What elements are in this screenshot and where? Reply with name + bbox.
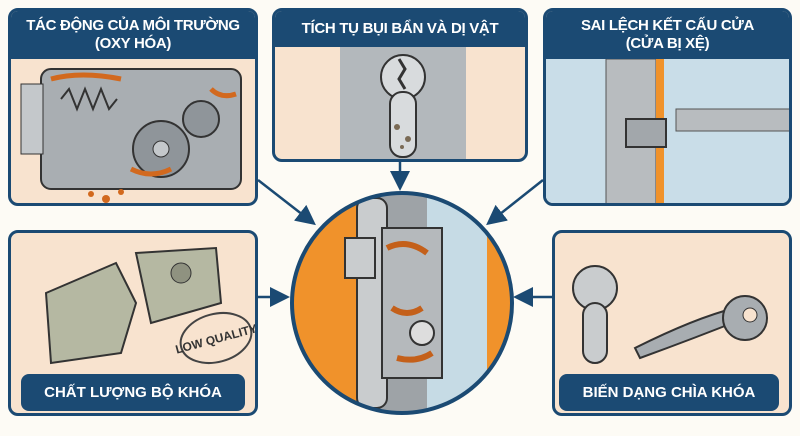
title-line: (OXY HÓA): [94, 35, 172, 52]
title-line: (CỬA BỊ XỆ): [625, 35, 710, 52]
panel-door-misalignment: SAI LỆCH KẾT CẤU CỬA(CỬA BỊ XỆ): [543, 8, 792, 206]
panel-title: TÍCH TỤ BỤI BẨN VÀ DỊ VẬT: [275, 11, 525, 47]
rusted-lock-mechanism-illustration: [20, 68, 242, 203]
panel-title: SAI LỆCH KẾT CẤU CỬA(CỬA BỊ XỆ): [546, 11, 789, 59]
broken-lock-body-illustration: LOW QUALITY: [44, 246, 258, 365]
central-rusted-mortise-lock-illustration: [290, 191, 514, 415]
panel-title: CHẤT LƯỢNG BỘ KHÓA: [21, 374, 245, 411]
dirty-cylinder-illustration: [340, 47, 466, 159]
bent-key-illustration: [572, 265, 768, 364]
panel-environment-oxidation: TÁC ĐỘNG CỦA MÔI TRƯỜNG(OXY HÓA): [8, 8, 258, 206]
panel-key-deformation: BIẾN DẠNG CHÌA KHÓA: [552, 230, 792, 416]
panel-lock-quality: LOW QUALITY CHẤT LƯỢNG BỘ KHÓA: [8, 230, 258, 416]
low-quality-stamp: LOW QUALITY: [174, 321, 258, 356]
title-line: TÁC ĐỘNG CỦA MÔI TRƯỜNG: [26, 17, 240, 34]
title-line: SAI LỆCH KẾT CẤU CỬA: [580, 17, 755, 34]
panel-title: BIẾN DẠNG CHÌA KHÓA: [559, 374, 779, 411]
sagging-door-illustration: [546, 59, 789, 203]
panel-title: TÁC ĐỘNG CỦA MÔI TRƯỜNG(OXY HÓA): [11, 11, 255, 59]
panel-dirt-accumulation: TÍCH TỤ BỤI BẨN VÀ DỊ VẬT: [272, 8, 528, 162]
